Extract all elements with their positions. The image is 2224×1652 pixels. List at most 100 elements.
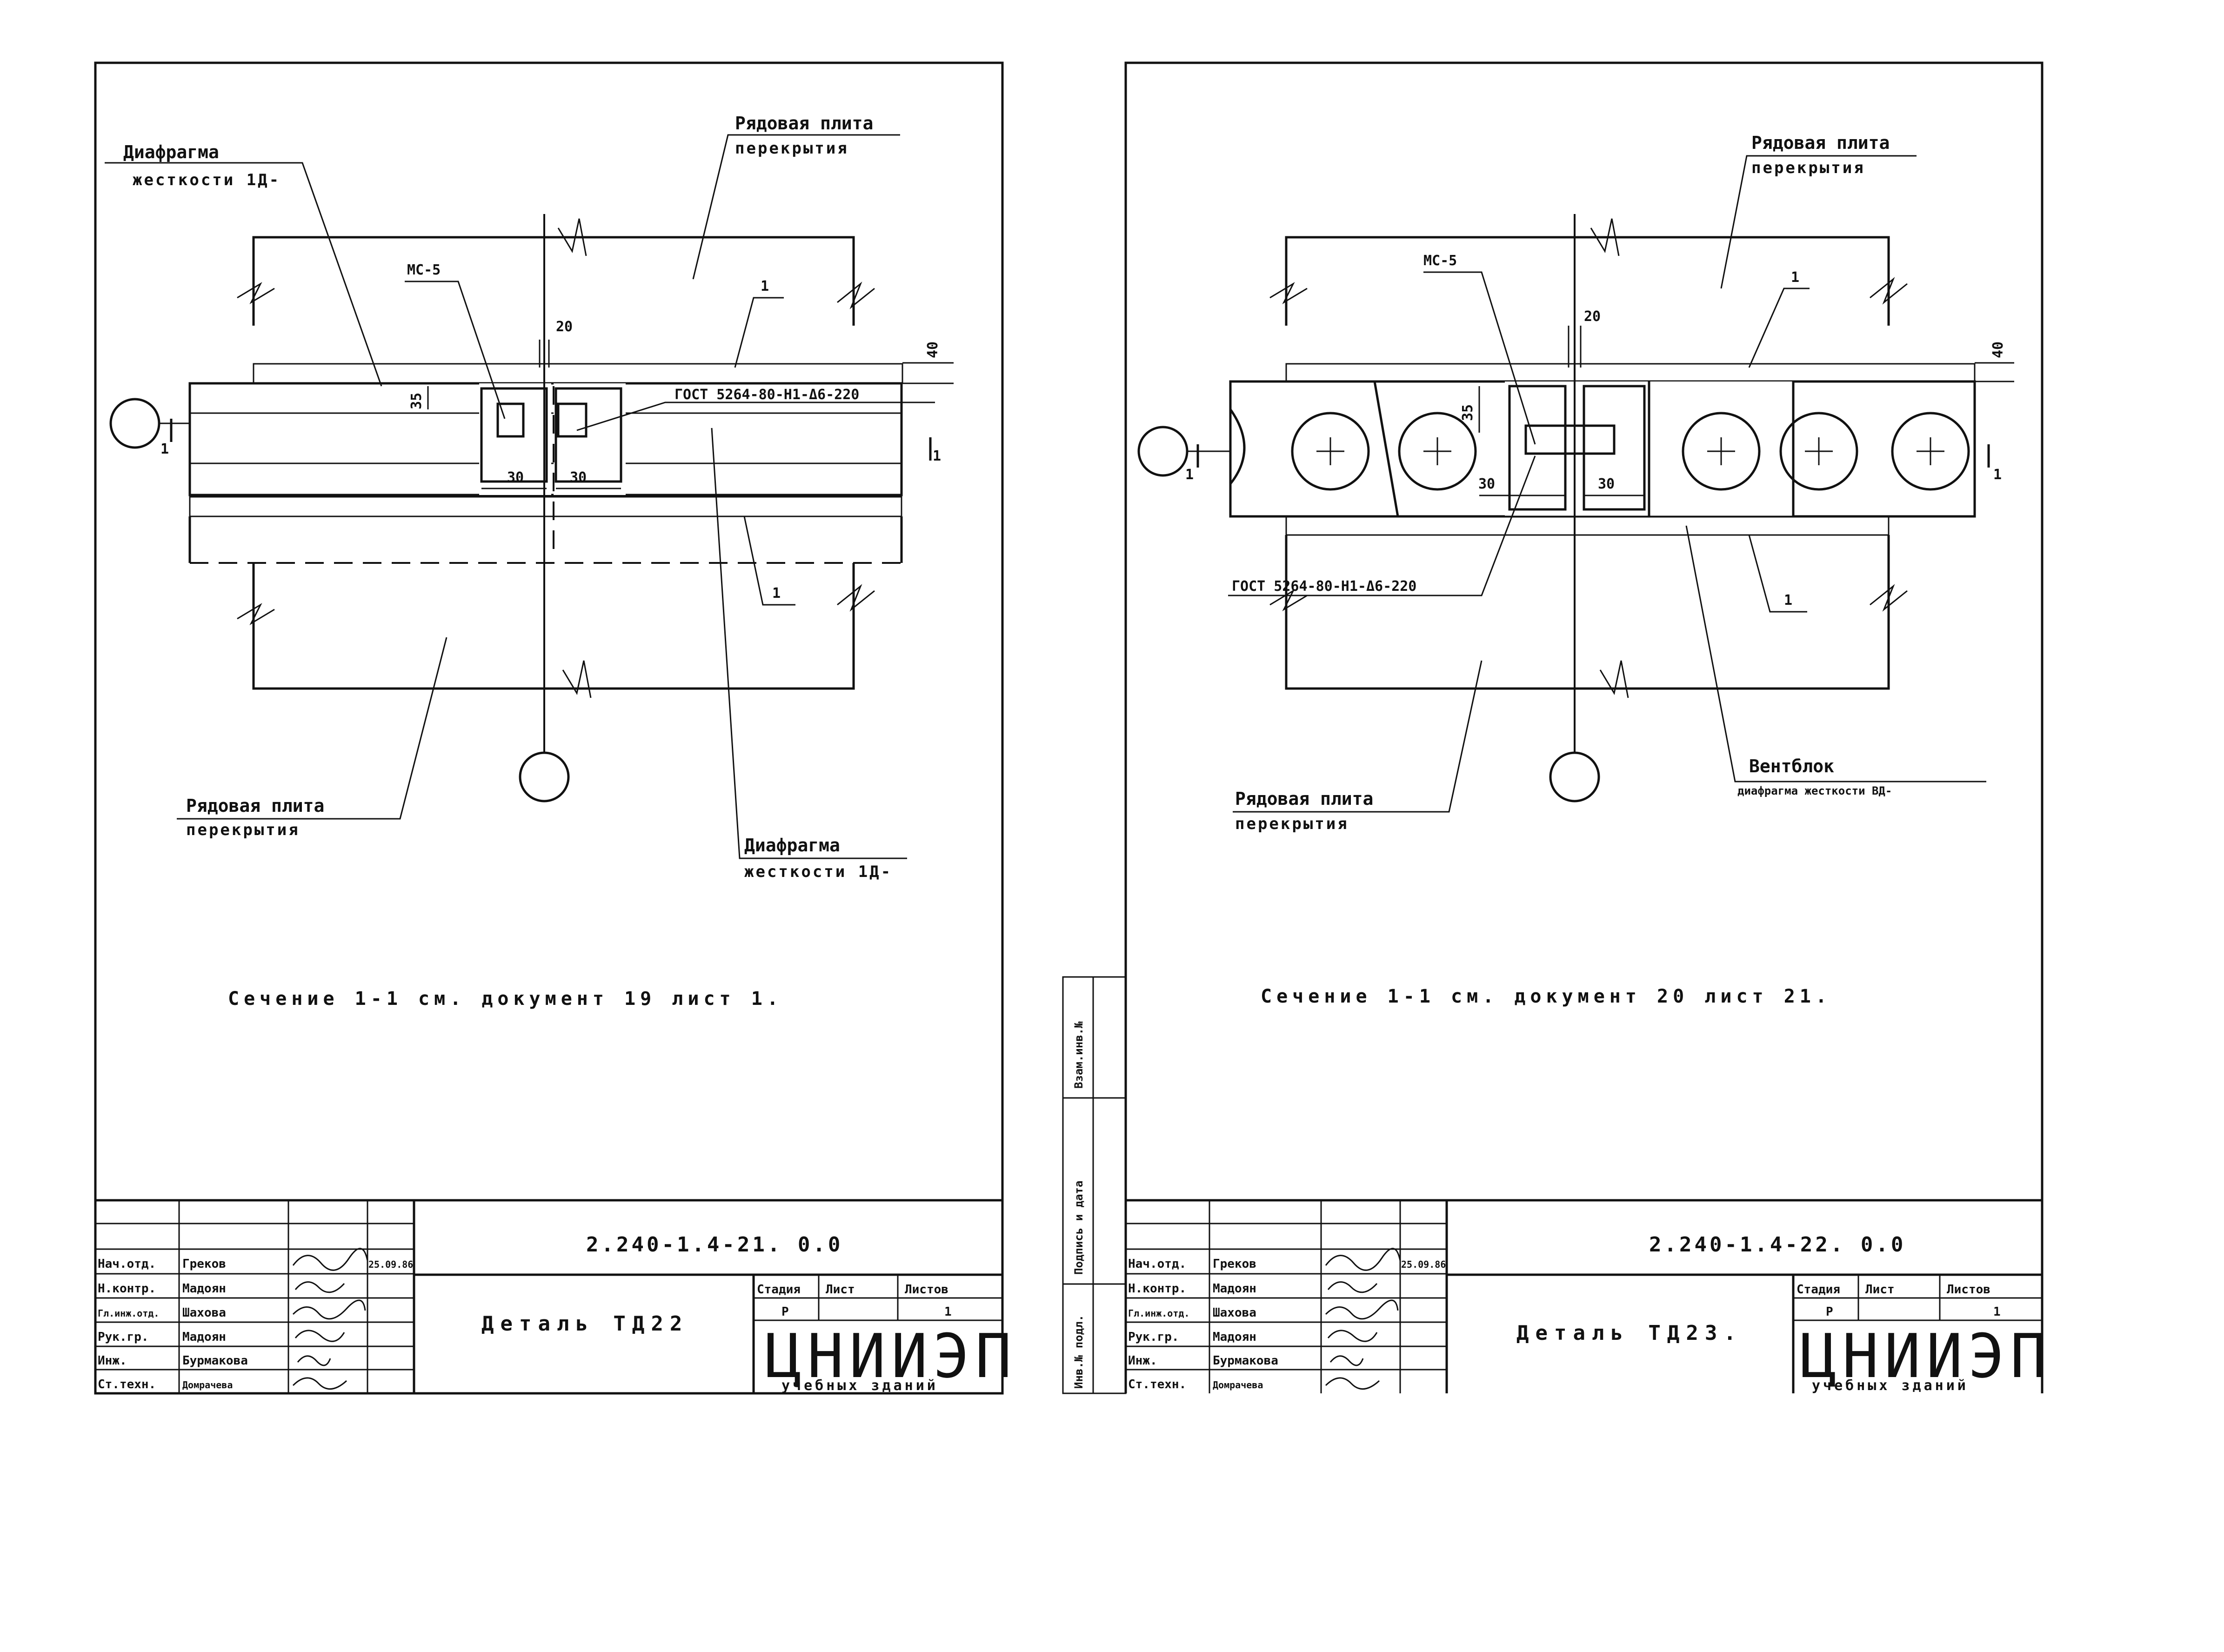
svg-text:1: 1 <box>1993 1305 2001 1319</box>
svg-text:1: 1 <box>1784 592 1792 609</box>
svg-text:Домрачева: Домрачева <box>182 1379 233 1391</box>
svg-text:Рядовая плита: Рядовая плита <box>1235 789 1373 809</box>
svg-text:Р: Р <box>781 1305 789 1319</box>
left-drawing-sheet: 1 1 20 40 35 30 30 Диафрагма жесткости 1… <box>94 61 1012 1395</box>
svg-text:Рядовая плита: Рядовая плита <box>1751 133 1890 153</box>
right-drawing-sheet: Взам.инв.№ Подпись и дата Инв.№ подл. <box>1062 61 2052 1394</box>
svg-text:жесткости 1Д-: жесткости 1Д- <box>744 863 892 881</box>
svg-text:перекрытия: перекрытия <box>735 139 849 158</box>
svg-text:Рядовая плита: Рядовая плита <box>186 796 324 816</box>
svg-text:Шахова: Шахова <box>182 1306 226 1320</box>
right-upper-mortar <box>1285 363 1976 382</box>
svg-text:Диафрагма: Диафрагма <box>123 142 219 162</box>
left-section-mark-l: 1 <box>160 441 169 457</box>
right-title-block: 2.240-1.4-22. 0.0 Деталь ТД23. Стадия Ли… <box>1126 1199 2052 1394</box>
right-voids <box>1229 408 1970 491</box>
svg-text:25.09.86: 25.09.86 <box>368 1259 413 1270</box>
right-section-mark-l: 1 <box>1185 467 1194 483</box>
left-leaders: Диафрагма жесткости 1Д- Рядовая плита пе… <box>105 113 935 881</box>
left-section-bubble <box>109 398 160 449</box>
left-detail-title: Деталь ТД22 <box>481 1312 688 1336</box>
svg-text:МС-5: МС-5 <box>1423 253 1457 269</box>
svg-text:МС-5: МС-5 <box>407 262 441 278</box>
right-signatures <box>1325 1248 1401 1390</box>
svg-text:1: 1 <box>772 585 781 602</box>
svg-text:учебных зданий: учебных зданий <box>1812 1378 1969 1394</box>
left-title-block: 2.240-1.4-21. 0.0 Деталь ТД22 Стадия Лис… <box>95 1199 1012 1394</box>
svg-text:учебных зданий: учебных зданий <box>781 1378 938 1394</box>
svg-text:Мадоян: Мадоян <box>182 1330 226 1344</box>
left-center-axis: 1 1 <box>109 214 941 803</box>
svg-text:Взам.инв.№: Взам.инв.№ <box>1072 1021 1085 1089</box>
svg-text:Листов: Листов <box>905 1283 948 1297</box>
left-signatures <box>292 1248 368 1390</box>
svg-text:Бурмакова: Бурмакова <box>182 1354 248 1368</box>
svg-text:Ст.техн.: Ст.техн. <box>98 1378 156 1391</box>
svg-text:40: 40 <box>925 341 941 358</box>
svg-text:Вентблок: Вентблок <box>1749 756 1834 776</box>
svg-text:Подпись и дата: Подпись и дата <box>1072 1181 1085 1275</box>
right-upper-slab <box>1269 218 1908 326</box>
svg-text:Шахова: Шахова <box>1213 1306 1256 1320</box>
svg-text:Лист: Лист <box>826 1283 855 1297</box>
svg-text:30: 30 <box>1598 476 1615 492</box>
svg-text:Мадоян: Мадоян <box>1213 1330 1256 1344</box>
right-lower-slab <box>1269 535 1908 698</box>
svg-text:Ст.техн.: Ст.техн. <box>1128 1378 1186 1391</box>
svg-text:Домрачева: Домрачева <box>1213 1379 1263 1391</box>
svg-text:Мадоян: Мадоян <box>1213 1282 1256 1296</box>
svg-text:Гл.инж.отд.: Гл.инж.отд. <box>98 1308 159 1319</box>
svg-text:1: 1 <box>1791 269 1799 286</box>
right-axis-bubble <box>1549 751 1600 803</box>
right-sheet-frame <box>1124 61 2044 1393</box>
svg-text:Инж.: Инж. <box>98 1354 127 1368</box>
right-org-logo: ЦНИИЭП <box>1800 1321 2052 1391</box>
svg-text:перекрытия: перекрытия <box>1751 159 1865 177</box>
svg-text:30: 30 <box>570 469 587 486</box>
svg-text:1: 1 <box>944 1305 952 1319</box>
right-hollowcore-wall <box>1229 380 1976 518</box>
right-center-axis: 1 1 <box>1137 214 2002 803</box>
svg-text:Рук.гр.: Рук.гр. <box>98 1330 149 1344</box>
svg-text:ГОСТ 5264-80-Н1-Δ6-220: ГОСТ 5264-80-Н1-Δ6-220 <box>1232 578 1416 595</box>
svg-text:Рук.гр.: Рук.гр. <box>1128 1330 1179 1344</box>
right-dimensions: 20 40 35 30 30 <box>1460 308 2014 496</box>
right-embedded-plates <box>1508 385 1646 511</box>
svg-text:Нач.отд.: Нач.отд. <box>98 1257 156 1271</box>
left-upper-slab <box>237 236 875 326</box>
left-lower-mortar <box>189 496 902 517</box>
svg-text:Инв.№ подл.: Инв.№ подл. <box>1072 1315 1085 1389</box>
svg-text:30: 30 <box>507 469 524 486</box>
svg-text:Греков: Греков <box>1213 1257 1256 1271</box>
svg-text:перекрытия: перекрытия <box>186 821 300 839</box>
svg-text:30: 30 <box>1478 476 1495 492</box>
right-leaders: Рядовая плита перекрытия МС-5 1 ГОСТ 526… <box>1228 133 1986 833</box>
svg-text:1: 1 <box>761 278 769 294</box>
svg-text:диафрагма жесткости ВД-: диафрагма жесткости ВД- <box>1737 784 1892 797</box>
left-upper-mortar <box>253 363 903 384</box>
left-doc-code: 2.240-1.4-21. 0.0 <box>586 1233 843 1257</box>
right-section-bubble <box>1137 426 1189 477</box>
svg-text:Листов: Листов <box>1947 1283 1990 1297</box>
left-sheet-frame <box>94 61 1004 1395</box>
svg-text:перекрытия: перекрытия <box>1235 815 1349 833</box>
svg-text:Р: Р <box>1826 1305 1833 1319</box>
svg-text:35: 35 <box>408 393 425 409</box>
svg-text:Н.контр.: Н.контр. <box>98 1282 156 1296</box>
right-lower-mortar <box>1285 515 1890 536</box>
svg-text:Мадоян: Мадоян <box>182 1282 226 1296</box>
svg-text:Инж.: Инж. <box>1128 1354 1157 1368</box>
svg-text:Н.контр.: Н.контр. <box>1128 1282 1186 1296</box>
svg-text:Лист: Лист <box>1865 1283 1895 1297</box>
svg-text:35: 35 <box>1460 404 1476 421</box>
svg-text:жесткости 1Д-: жесткости 1Д- <box>133 171 281 189</box>
svg-text:Диафрагма: Диафрагма <box>744 835 840 856</box>
svg-text:ГОСТ 5264-80-Н1-Δ6-220: ГОСТ 5264-80-Н1-Δ6-220 <box>675 387 859 403</box>
svg-text:20: 20 <box>1584 308 1601 325</box>
svg-text:20: 20 <box>556 319 573 335</box>
right-detail-title: Деталь ТД23. <box>1516 1321 1743 1345</box>
svg-text:Стадия: Стадия <box>757 1283 801 1297</box>
svg-text:Нач.отд.: Нач.отд. <box>1128 1257 1186 1271</box>
svg-text:Гл.инж.отд.: Гл.инж.отд. <box>1128 1308 1189 1319</box>
